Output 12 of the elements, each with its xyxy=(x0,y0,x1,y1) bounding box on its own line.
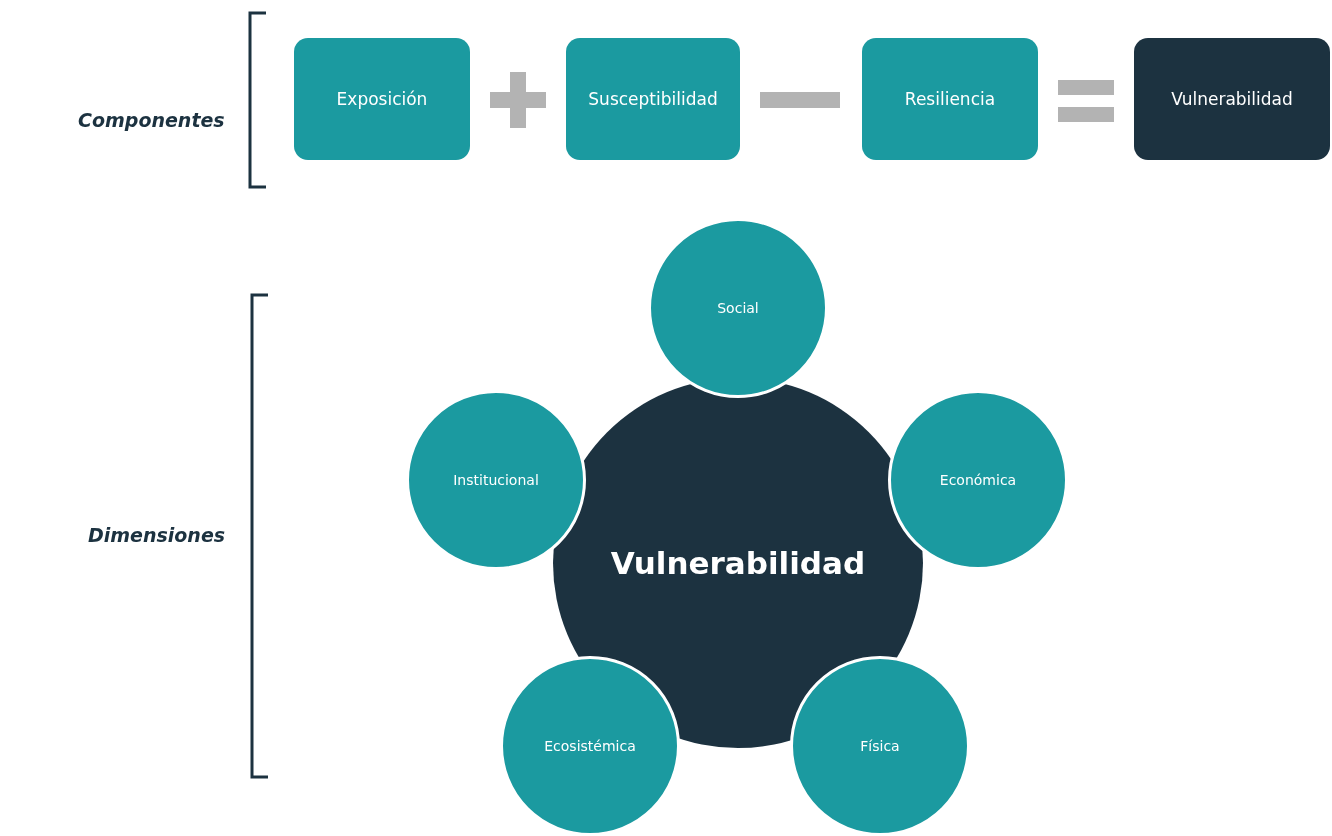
component-box: Exposición xyxy=(294,38,470,160)
section-label: Componentes xyxy=(78,109,225,131)
dimension-circle: Ecosistémica xyxy=(500,656,680,836)
center-label: Vulnerabilidad xyxy=(598,523,878,603)
section-label: Dimensiones xyxy=(88,524,226,546)
component-box: Vulnerabilidad xyxy=(1134,38,1330,160)
component-box: Resiliencia xyxy=(862,38,1038,160)
dimension-circle: Económica xyxy=(888,390,1068,570)
dimension-circle: Física xyxy=(790,656,970,836)
dimension-circle: Institucional xyxy=(406,390,586,570)
dimension-circle: Social xyxy=(648,218,828,398)
component-box: Susceptibilidad xyxy=(566,38,740,160)
